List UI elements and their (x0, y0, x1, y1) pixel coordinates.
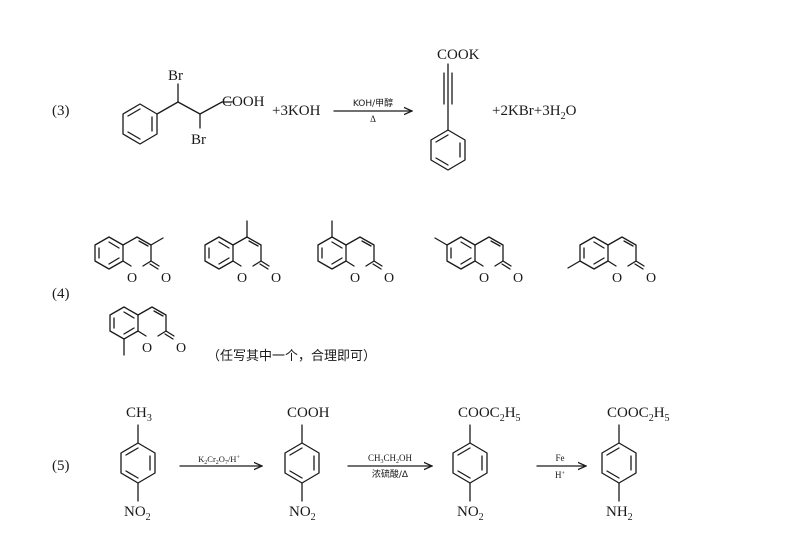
coumarin3-carbonyl-o: O (384, 271, 394, 286)
coumarin6-ring-o: O (142, 341, 152, 356)
arrow5a-condition: K2Cr2O7/H+ (198, 454, 240, 466)
coumarin4-carbonyl-o: O (513, 271, 523, 286)
coumarin-7-methyl (567, 236, 645, 270)
part4-label: (4) (52, 286, 70, 302)
arrow5c-condition-top: Fe (556, 453, 565, 463)
coumarin1-carbonyl-o: O (161, 271, 171, 286)
part4-note: （任写其中一个，合理即可） (207, 349, 376, 364)
byproducts: +2KBr+3H2O (492, 103, 577, 122)
s2-bottom-group: NO2 (289, 504, 316, 523)
part5-label: (5) (52, 458, 70, 474)
s4-bottom-group: NH2 (606, 504, 633, 523)
coumarin6-carbonyl-o: O (176, 341, 186, 356)
coumarin1-ring-o: O (127, 271, 137, 286)
coumarin-6-methyl (434, 236, 512, 270)
arrow5b-condition-top: CH3CH2OH (368, 453, 413, 465)
coumarin4-ring-o: O (479, 271, 489, 286)
coumarin5-ring-o: O (612, 271, 622, 286)
s3-top-group: COOC2H5 (458, 405, 521, 424)
coumarin-4-methyl (204, 220, 270, 270)
s2-top-group: COOH (287, 405, 330, 421)
coumarin-5-methyl (317, 220, 383, 270)
s4-top-group: COOC2H5 (607, 405, 670, 424)
br-top-label: Br (168, 68, 183, 84)
arrow3-condition-top: KOH/甲醇 (353, 97, 393, 109)
cooh-label: COOH (222, 94, 265, 110)
coumarin2-ring-o: O (237, 271, 247, 286)
part3-label: (3) (52, 103, 70, 119)
coumarin2-carbonyl-o: O (271, 271, 281, 286)
reagent-koh: +3KOH (272, 103, 321, 119)
arrow5b-condition-bottom: 浓硫酸/Δ (372, 468, 409, 480)
phenylpropiolate-structure (430, 63, 466, 171)
p-nitrobenzoic-acid-structure (284, 424, 320, 502)
dibromo-acid-structure (122, 83, 233, 145)
s1-bottom-group: NO2 (124, 504, 151, 523)
coumarin5-carbonyl-o: O (646, 271, 656, 286)
br-bottom-label: Br (191, 132, 206, 148)
s3-bottom-group: NO2 (457, 504, 484, 523)
ethyl-p-nitrobenzoate-structure (452, 424, 488, 502)
coumarin-3-methyl (94, 236, 164, 270)
arrow3-condition-bottom: Δ (370, 114, 376, 124)
s1-top-group: CH3 (126, 405, 152, 424)
p-nitrotoluene-structure (120, 424, 156, 502)
arrow5c-condition-bottom: H+ (555, 470, 566, 480)
cook-label: COOK (437, 47, 480, 63)
coumarin3-ring-o: O (350, 271, 360, 286)
ethyl-p-aminobenzoate-structure (601, 424, 637, 502)
coumarin-8-methyl (109, 306, 175, 356)
